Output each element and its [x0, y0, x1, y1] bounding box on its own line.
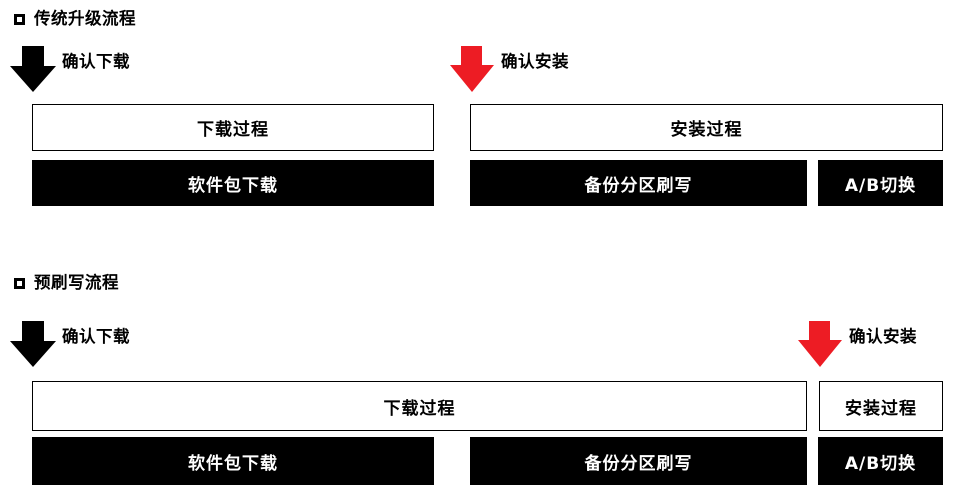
section-title-text: 传统升级流程 [34, 9, 136, 28]
arrow-group-confirm-download-traditional: 确认下载 [10, 46, 190, 92]
task-box-backup-partition-flash-preflash[interactable]: 备份分区刷写 [470, 437, 807, 485]
arrow-label-confirm-download: 确认下载 [62, 327, 130, 346]
arrow-group-confirm-install-traditional: 确认安装 [450, 46, 630, 92]
arrow-label-confirm-download: 确认下载 [62, 52, 130, 71]
arrow-group-confirm-install-preflash: 确认安装 [798, 321, 964, 367]
bullet-square-icon [14, 13, 25, 25]
task-box-ab-switch-traditional[interactable]: A/B切换 [818, 160, 943, 206]
arrow-label-confirm-install: 确认安装 [849, 327, 917, 346]
down-arrow-red-icon [798, 321, 842, 367]
arrow-label-confirm-install: 确认安装 [501, 52, 569, 71]
section-heading-preflash: 预刷写流程 [14, 272, 119, 294]
phase-box-install-traditional[interactable]: 安装过程 [470, 104, 943, 151]
phase-box-install-preflash[interactable]: 安装过程 [819, 381, 943, 431]
phase-box-download-traditional[interactable]: 下载过程 [32, 104, 434, 151]
task-box-package-download-traditional[interactable]: 软件包下载 [32, 160, 434, 206]
section-heading-traditional: 传统升级流程 [14, 8, 136, 30]
down-arrow-red-icon [450, 46, 494, 92]
phase-box-download-preflash[interactable]: 下载过程 [32, 381, 807, 431]
task-box-backup-partition-flash-traditional[interactable]: 备份分区刷写 [470, 160, 807, 206]
section-title-text: 预刷写流程 [34, 273, 119, 292]
down-arrow-black-icon [10, 46, 56, 92]
arrow-group-confirm-download-preflash: 确认下载 [10, 321, 190, 367]
bullet-square-icon [14, 277, 25, 289]
down-arrow-black-icon [10, 321, 56, 367]
task-box-ab-switch-preflash[interactable]: A/B切换 [818, 437, 943, 485]
task-box-package-download-preflash[interactable]: 软件包下载 [32, 437, 434, 485]
